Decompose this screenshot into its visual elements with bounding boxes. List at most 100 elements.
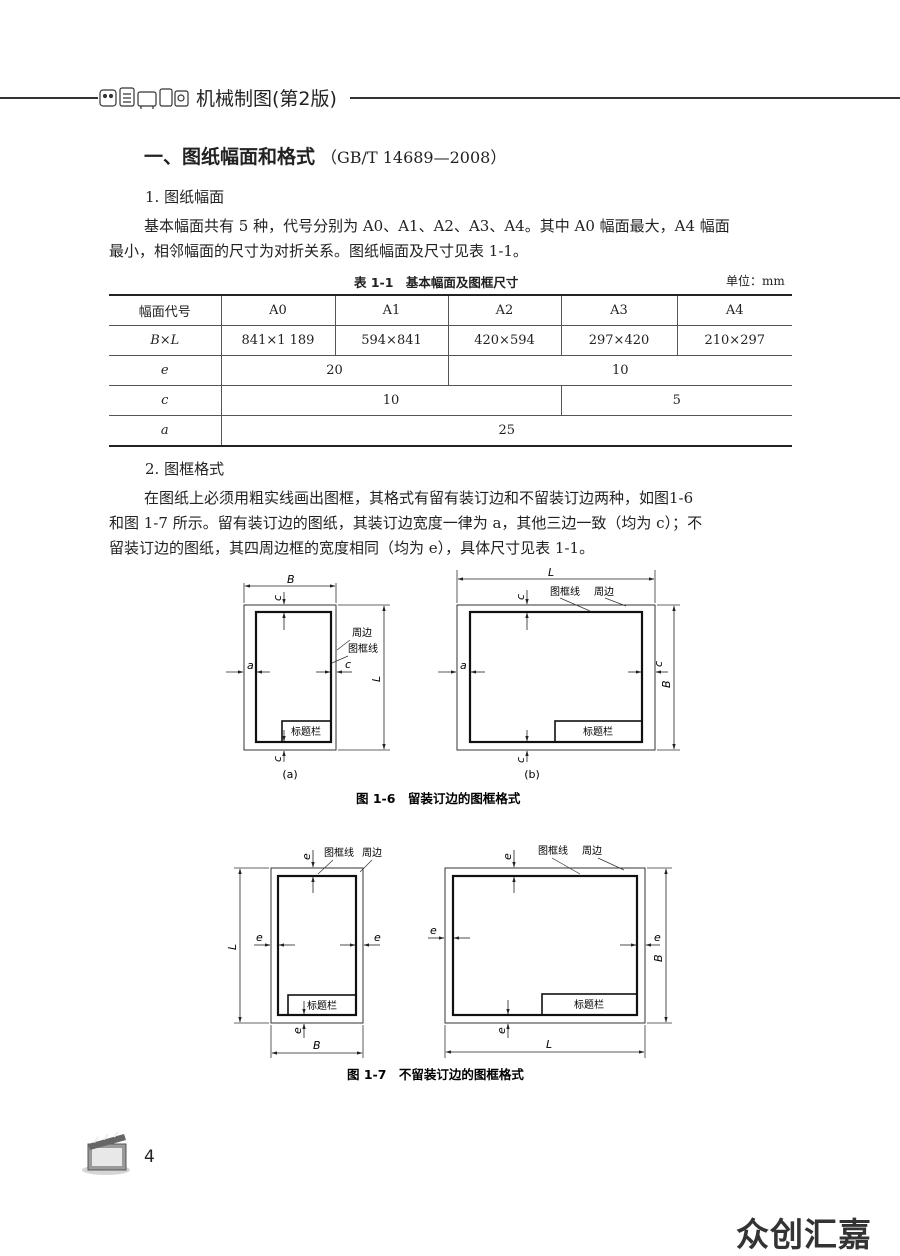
- label-frame: 图框线: [550, 585, 580, 598]
- figure-1-7a: 标题栏 e 图框线 周边 L e e e B: [226, 846, 382, 1058]
- figures-canvas: 标题栏 B c L 周边 图框线 a c c (a): [226, 566, 680, 1082]
- dim-e-label: e: [300, 853, 313, 860]
- sub-caption-b: (b): [524, 768, 540, 781]
- dim-b-label: B: [287, 573, 295, 586]
- header-rule-left: [0, 97, 98, 99]
- table-cell: 210×297: [676, 325, 792, 356]
- figure-1-6b: 标题栏 L c 图框线 周边 a c B c (b): [438, 566, 680, 781]
- table-cell: 10: [447, 355, 792, 386]
- title-block-label: 标题栏: [583, 725, 613, 738]
- table-cell: 25: [220, 415, 792, 447]
- dim-a-label: a: [460, 659, 467, 672]
- title-block-label: 标题栏: [307, 999, 337, 1012]
- table-header-cell: A3: [560, 294, 677, 326]
- table-row: B×L 841×1 189 594×841 420×594 297×420 21…: [109, 325, 792, 356]
- sheet-border: [444, 867, 646, 1024]
- title-block: [287, 994, 357, 1016]
- table-cell: c: [109, 385, 221, 416]
- drawing-frame: [254, 610, 333, 744]
- dim-c-right-label: c: [652, 661, 665, 667]
- section-title-text: 一、图纸幅面和格式: [144, 146, 316, 168]
- label-frame: 图框线: [538, 844, 568, 857]
- paragraph-1: 基本幅面共有 5 种，代号分别为 A0、A1、A2、A3、A4。其中 A0 幅面…: [109, 214, 795, 264]
- table-header-cell: A2: [447, 294, 561, 326]
- paragraph-2-line-3: 留装订边的图纸，其四周边框的宽度相同（均为 e），具体尺寸见表 1-1。: [109, 539, 595, 557]
- table-caption: 表 1-1 基本幅面及图框尺寸: [354, 275, 519, 290]
- dim-l-label: L: [548, 566, 554, 579]
- dim-b-label: B: [660, 680, 673, 688]
- dim-e-label: e: [501, 853, 514, 860]
- table-cell: 297×420: [560, 325, 677, 356]
- dim-b-label: B: [313, 1039, 321, 1052]
- table-unit: 单位：mm: [726, 274, 785, 288]
- drawing-frame: [276, 874, 358, 1017]
- label-frame: 图框线: [348, 642, 378, 655]
- paragraph-2: 在图纸上必须用粗实线画出图框，其格式有留有装订边和不留装订边两种，如图1-6 和…: [109, 486, 795, 561]
- figure-1-6-caption: 图 1-6 留装订边的图框格式: [356, 791, 521, 806]
- figure-1-7-caption: 图 1-7 不留装订边的图框格式: [347, 1067, 524, 1082]
- table-header-cell: A0: [220, 294, 335, 326]
- drawing-frame: [468, 610, 644, 744]
- dim-e-left-label: e: [430, 924, 437, 937]
- dim-b-label: B: [652, 954, 665, 962]
- table-row: a 25: [109, 415, 792, 447]
- table-cell: a: [109, 415, 221, 447]
- table-header-row: 幅面代号 A0 A1 A2 A3 A4: [109, 294, 792, 326]
- section-title: 一、图纸幅面和格式 （GB/T 14689—2008）: [144, 142, 506, 169]
- header-rule-right: [350, 97, 900, 99]
- page-number: 4: [144, 1147, 155, 1167]
- table-cell: 841×1 189: [220, 325, 335, 356]
- sheet-border: [456, 604, 656, 751]
- table-cell: 594×841: [334, 325, 448, 356]
- dim-e-bottom-label: e: [291, 1027, 304, 1034]
- watermark: 众创汇嘉: [736, 1215, 872, 1254]
- dim-e-bottom-label: e: [495, 1027, 508, 1034]
- dim-c-bottom-label: c: [271, 756, 284, 762]
- dim-l-label: L: [370, 676, 383, 682]
- dim-e-left-label: e: [256, 931, 263, 944]
- figure-1-6a: 标题栏 B c L 周边 图框线 a c c (a): [226, 573, 390, 781]
- table-cell: 20: [220, 355, 448, 386]
- title-block-label: 标题栏: [291, 725, 321, 738]
- sheet-border: [243, 604, 337, 751]
- size-table: 幅面代号 A0 A1 A2 A3 A4 B×L 841×1 189 594×84…: [109, 294, 792, 447]
- title-block-label: 标题栏: [574, 998, 604, 1011]
- sub-caption-a: (a): [282, 768, 297, 781]
- dim-c-label: c: [514, 594, 527, 600]
- title-block: [541, 993, 638, 1016]
- table-row: e 20 10: [109, 355, 792, 386]
- clapperboard-icon: [82, 1131, 130, 1175]
- paragraph-2-line-2: 和图 1-7 所示。留有装订边的图纸，其装订边宽度一律为 a，其他三边一致（均为…: [109, 514, 703, 532]
- table-header-cell: A1: [334, 294, 448, 326]
- table-cell: B×L: [109, 325, 221, 356]
- label-border: 周边: [352, 627, 372, 639]
- label-frame: 图框线: [324, 846, 354, 859]
- figure-1-7b: 标题栏 e 图框线 周边 e e B e L: [428, 844, 672, 1058]
- book-title: 机械制图(第2版): [196, 88, 337, 110]
- table-cell: e: [109, 355, 221, 386]
- table-cell: 5: [560, 385, 792, 416]
- paragraph-1-line-2: 最小，相邻幅面的尺寸为对折关系。图纸幅面及尺寸见表 1-1。: [109, 242, 528, 260]
- label-border: 周边: [362, 847, 382, 859]
- dim-a-label: a: [247, 659, 254, 672]
- dim-e-right-label: e: [654, 931, 661, 944]
- label-border: 周边: [582, 845, 602, 857]
- section-standard: （GB/T 14689—2008）: [321, 148, 507, 167]
- table-row: c 10 5: [109, 385, 792, 416]
- dim-c-bottom-label: c: [514, 757, 527, 763]
- dim-c-right-label: c: [345, 658, 351, 671]
- header-logo-icon: [99, 87, 189, 109]
- title-block: [554, 720, 643, 743]
- sheet-border: [270, 867, 364, 1024]
- subsection-title-2: 2. 图框格式: [145, 460, 225, 478]
- paragraph-1-line-1: 基本幅面共有 5 种，代号分别为 A0、A1、A2、A3、A4。其中 A0 幅面…: [144, 217, 730, 235]
- subsection-title-1: 1. 图纸幅面: [145, 188, 225, 206]
- paragraph-2-line-1: 在图纸上必须用粗实线画出图框，其格式有留有装订边和不留装订边两种，如图1-6: [144, 489, 694, 507]
- table-header-cell: A4: [676, 294, 792, 326]
- table-cell: 420×594: [447, 325, 561, 356]
- table-cell: 10: [220, 385, 561, 416]
- dim-l-label: L: [226, 944, 239, 950]
- table-header-cell: 幅面代号: [109, 294, 221, 326]
- dim-c-label: c: [271, 595, 284, 601]
- dim-e-right-label: e: [374, 931, 381, 944]
